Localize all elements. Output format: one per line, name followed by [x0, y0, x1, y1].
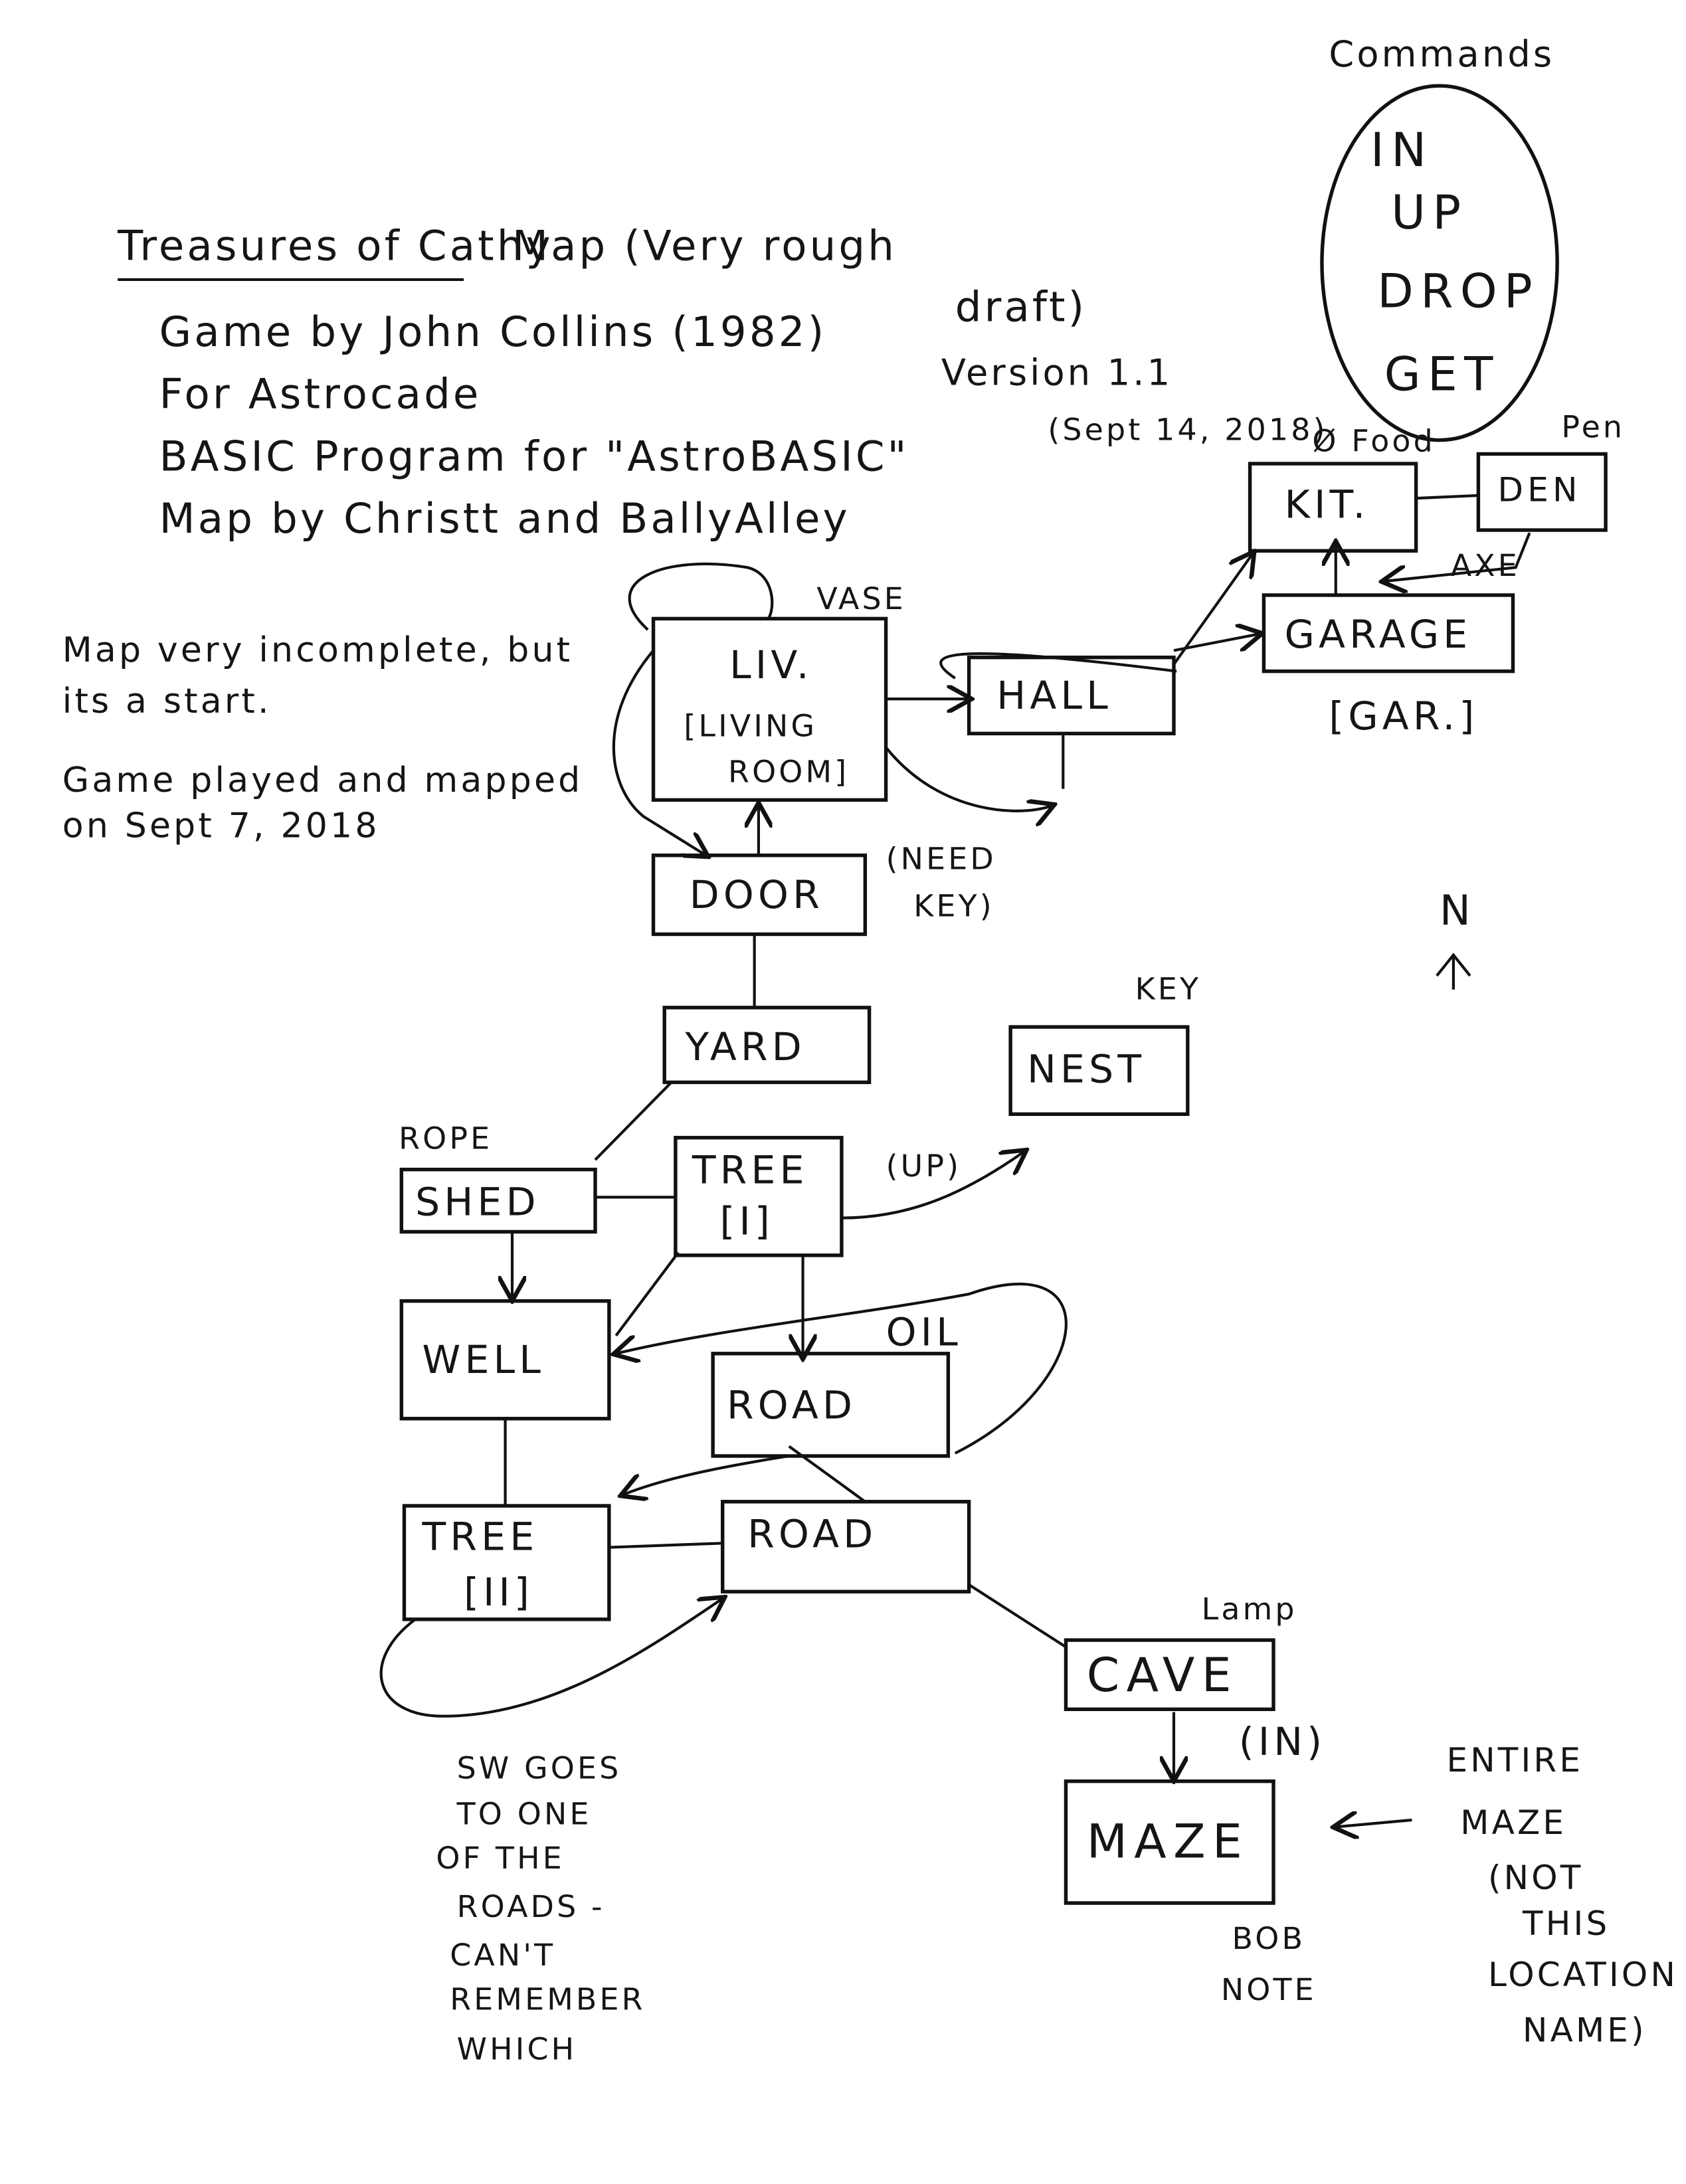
commands-circle	[1320, 84, 1559, 442]
title-rest: Map (Very rough	[512, 222, 897, 270]
sw-note-1: SW GOES	[457, 1750, 622, 1785]
room-liv: LIV.	[729, 642, 813, 687]
played-note-2: on Sept 7, 2018	[62, 806, 380, 846]
item-lamp: Lamp	[1202, 1591, 1297, 1627]
connections	[379, 494, 1531, 1779]
edge-road1-well	[616, 1283, 1068, 1455]
room-well: WELL	[422, 1337, 545, 1382]
item-vase: VASE	[816, 581, 905, 616]
edge-road2-cave	[968, 1584, 1067, 1649]
command-up: UP	[1391, 185, 1467, 240]
maze-note-3: (NOT	[1488, 1859, 1583, 1897]
edge-yard-shed	[594, 1081, 673, 1161]
mapper-line: Map by Christt and BallyAlley	[159, 494, 850, 543]
commands-heading: Commands	[1329, 33, 1554, 75]
author-line: Game by John Collins (1982)	[159, 308, 827, 356]
room-garage: GARAGE	[1285, 612, 1472, 657]
room-yard: YARD	[684, 1024, 805, 1069]
room-road1-box	[711, 1352, 951, 1458]
edge-hall-kit	[1172, 553, 1253, 666]
room-cave: CAVE	[1087, 1647, 1238, 1702]
room-nest-box	[1008, 1025, 1190, 1117]
draft-text: draft)	[955, 282, 1087, 331]
maze-note-5: LOCATION	[1488, 1956, 1678, 1994]
command-in: IN	[1370, 122, 1434, 177]
edge-road1-tree2	[623, 1454, 790, 1495]
edge-kit-den	[1416, 494, 1479, 500]
played-note-1: Game played and mapped	[62, 761, 583, 800]
item-axe: AXE	[1451, 547, 1520, 583]
item-food: Ø Food	[1312, 422, 1436, 458]
command-drop: DROP	[1377, 264, 1539, 319]
room-kit: KIT.	[1285, 482, 1370, 527]
platform-line: For Astrocade	[159, 370, 482, 418]
room-tree1-num: [I]	[720, 1199, 774, 1244]
incomplete-note-1: Map very incomplete, but	[62, 630, 573, 670]
room-cave-box	[1064, 1638, 1275, 1712]
edge-tree2-sw-loop	[379, 1599, 723, 1718]
room-tree1: TREE	[692, 1148, 808, 1193]
garage-alias: [GAR.]	[1329, 693, 1478, 739]
in-label: (IN)	[1239, 1719, 1326, 1764]
room-maze: MAZE	[1087, 1813, 1250, 1868]
maze-note-6: NAME)	[1523, 2011, 1647, 2049]
sw-note-4: ROADS -	[457, 1888, 605, 1924]
room-shed: SHED	[415, 1179, 540, 1224]
program-date: (Sept 14, 2018)	[1048, 412, 1327, 448]
sw-note-7: WHICH	[457, 2031, 577, 2066]
room-door: DOOR	[690, 872, 824, 917]
edge-hall-garage	[1173, 634, 1260, 652]
room-den: DEN	[1498, 470, 1582, 509]
maze-note-arrow-icon	[1336, 1820, 1412, 1827]
edge-tree2-road2	[609, 1542, 723, 1549]
need-key-2: KEY)	[913, 887, 994, 923]
edge-liv-loop	[628, 562, 774, 631]
edge-hall-loop	[939, 652, 1177, 680]
edge-road1-road2	[788, 1445, 866, 1503]
edge-tree1-nest	[841, 1152, 1024, 1220]
item-bob-note-2: NOTE	[1221, 1971, 1317, 2007]
version-label: Version 1.1	[941, 351, 1172, 393]
room-hall: HALL	[996, 673, 1112, 718]
command-get: GET	[1384, 347, 1500, 402]
item-rope: ROPE	[399, 1120, 492, 1156]
item-pen: Pen	[1561, 409, 1625, 444]
edge-liv-hall-2	[884, 746, 1052, 811]
title-underlined: Treasures of Cathy	[117, 222, 553, 270]
north-arrow-icon	[1436, 953, 1471, 990]
item-oil: OIL	[886, 1309, 962, 1354]
sw-note-6: REMEMBER	[450, 1981, 645, 2017]
room-nest: NEST	[1027, 1046, 1145, 1091]
sw-note-2: TO ONE	[456, 1795, 592, 1831]
room-tree2: TREE	[422, 1514, 539, 1560]
maze-note-4: THIS	[1522, 1904, 1610, 1943]
need-key-1: (NEED	[886, 841, 996, 877]
room-den-box	[1476, 452, 1608, 532]
incomplete-note-2: its a start.	[62, 682, 272, 721]
program-line: BASIC Program for "AstroBASIC"	[159, 432, 909, 480]
sw-note-3: OF THE	[436, 1840, 564, 1876]
room-liv-full-1: [LIVING	[684, 708, 817, 744]
room-road2-box	[721, 1500, 971, 1593]
sw-note-5: CAN'T	[450, 1937, 555, 1973]
room-road2: ROAD	[747, 1512, 877, 1557]
room-tree2-num: [II]	[464, 1570, 533, 1615]
north-label: N	[1440, 886, 1473, 935]
room-shed-box	[399, 1167, 597, 1234]
maze-note-1: ENTIRE	[1446, 1741, 1583, 1779]
edge-den-garage	[1384, 532, 1531, 581]
room-liv-full-2: ROOM]	[728, 753, 849, 789]
room-yard-box	[662, 1006, 872, 1085]
up-label: (UP)	[886, 1148, 962, 1184]
edge-tree1-well	[614, 1251, 680, 1336]
item-bob-note-1: BOB	[1232, 1920, 1306, 1956]
edge-liv-door	[612, 649, 706, 855]
maze-note-2: MAZE	[1460, 1803, 1566, 1842]
room-road1: ROAD	[727, 1383, 856, 1428]
item-key: KEY	[1135, 970, 1202, 1006]
